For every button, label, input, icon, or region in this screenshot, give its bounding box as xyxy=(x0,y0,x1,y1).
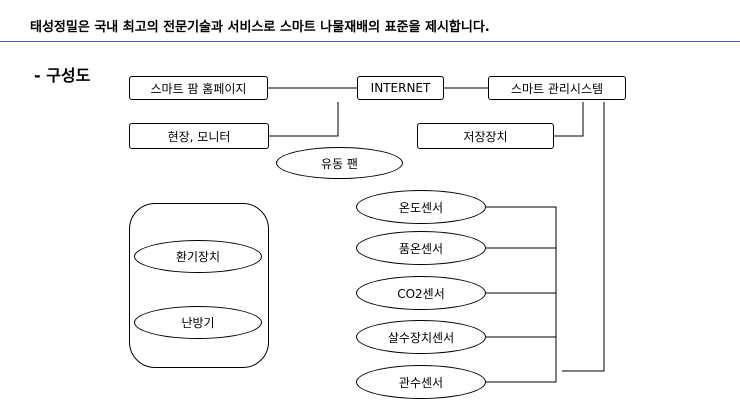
co2-sensor-ellipse: CO2센서 xyxy=(356,276,486,310)
smart-management-system-label: 스마트 관리시스템 xyxy=(510,81,604,96)
sprinkler-sensor-label: 살수장치센서 xyxy=(387,330,455,345)
irrigation-sensor-label: 관수센서 xyxy=(398,375,444,390)
sprinkler-sensor-ellipse: 살수장치센서 xyxy=(356,320,486,354)
circulation-fan-ellipse: 유동 팬 xyxy=(276,147,403,179)
co2-sensor-label: CO2센서 xyxy=(397,286,445,301)
site-monitor-label: 현장, 모니터 xyxy=(167,129,231,144)
product-temperature-sensor-label: 품온센서 xyxy=(398,241,444,256)
temperature-sensor-ellipse: 온도센서 xyxy=(356,190,486,224)
line-sensor-bus xyxy=(486,206,557,383)
heater-label: 난방기 xyxy=(181,316,215,330)
header-title: 태성정밀은 국내 최고의 전문기술과 서비스로 스마트 나물재배의 표준을 제시… xyxy=(30,20,490,35)
storage-device-label: 저장장치 xyxy=(463,129,508,144)
smart-farm-homepage-label: 스마트 팜 홈페이지 xyxy=(150,81,247,96)
header-bar: 태성정밀은 국내 최고의 전문기술과 서비스로 스마트 나물재배의 표준을 제시… xyxy=(0,0,740,42)
line-monitor-internet xyxy=(269,102,339,137)
line-storage-management xyxy=(554,102,584,137)
internet-label: INTERNET xyxy=(370,81,431,95)
product-temperature-sensor-ellipse: 품온센서 xyxy=(356,231,486,265)
internet-box: INTERNET xyxy=(357,76,444,100)
circulation-fan-label: 유동 팬 xyxy=(321,156,358,171)
heater-ellipse: 난방기 xyxy=(134,306,262,339)
temperature-sensor-label: 온도센서 xyxy=(398,200,444,215)
line-management-sensors xyxy=(562,102,605,372)
section-title: - 구성도 xyxy=(34,66,91,85)
site-monitor-box: 현장, 모니터 xyxy=(129,123,269,149)
smart-farm-homepage-box: 스마트 팜 홈페이지 xyxy=(129,76,268,100)
storage-device-box: 저장장치 xyxy=(417,123,554,149)
ventilation-ellipse: 환기장치 xyxy=(134,240,262,273)
irrigation-sensor-ellipse: 관수센서 xyxy=(356,365,486,399)
ventilation-label: 환기장치 xyxy=(175,250,221,264)
smart-management-system-box: 스마트 관리시스템 xyxy=(488,76,626,100)
climate-equipment-group xyxy=(129,203,269,368)
